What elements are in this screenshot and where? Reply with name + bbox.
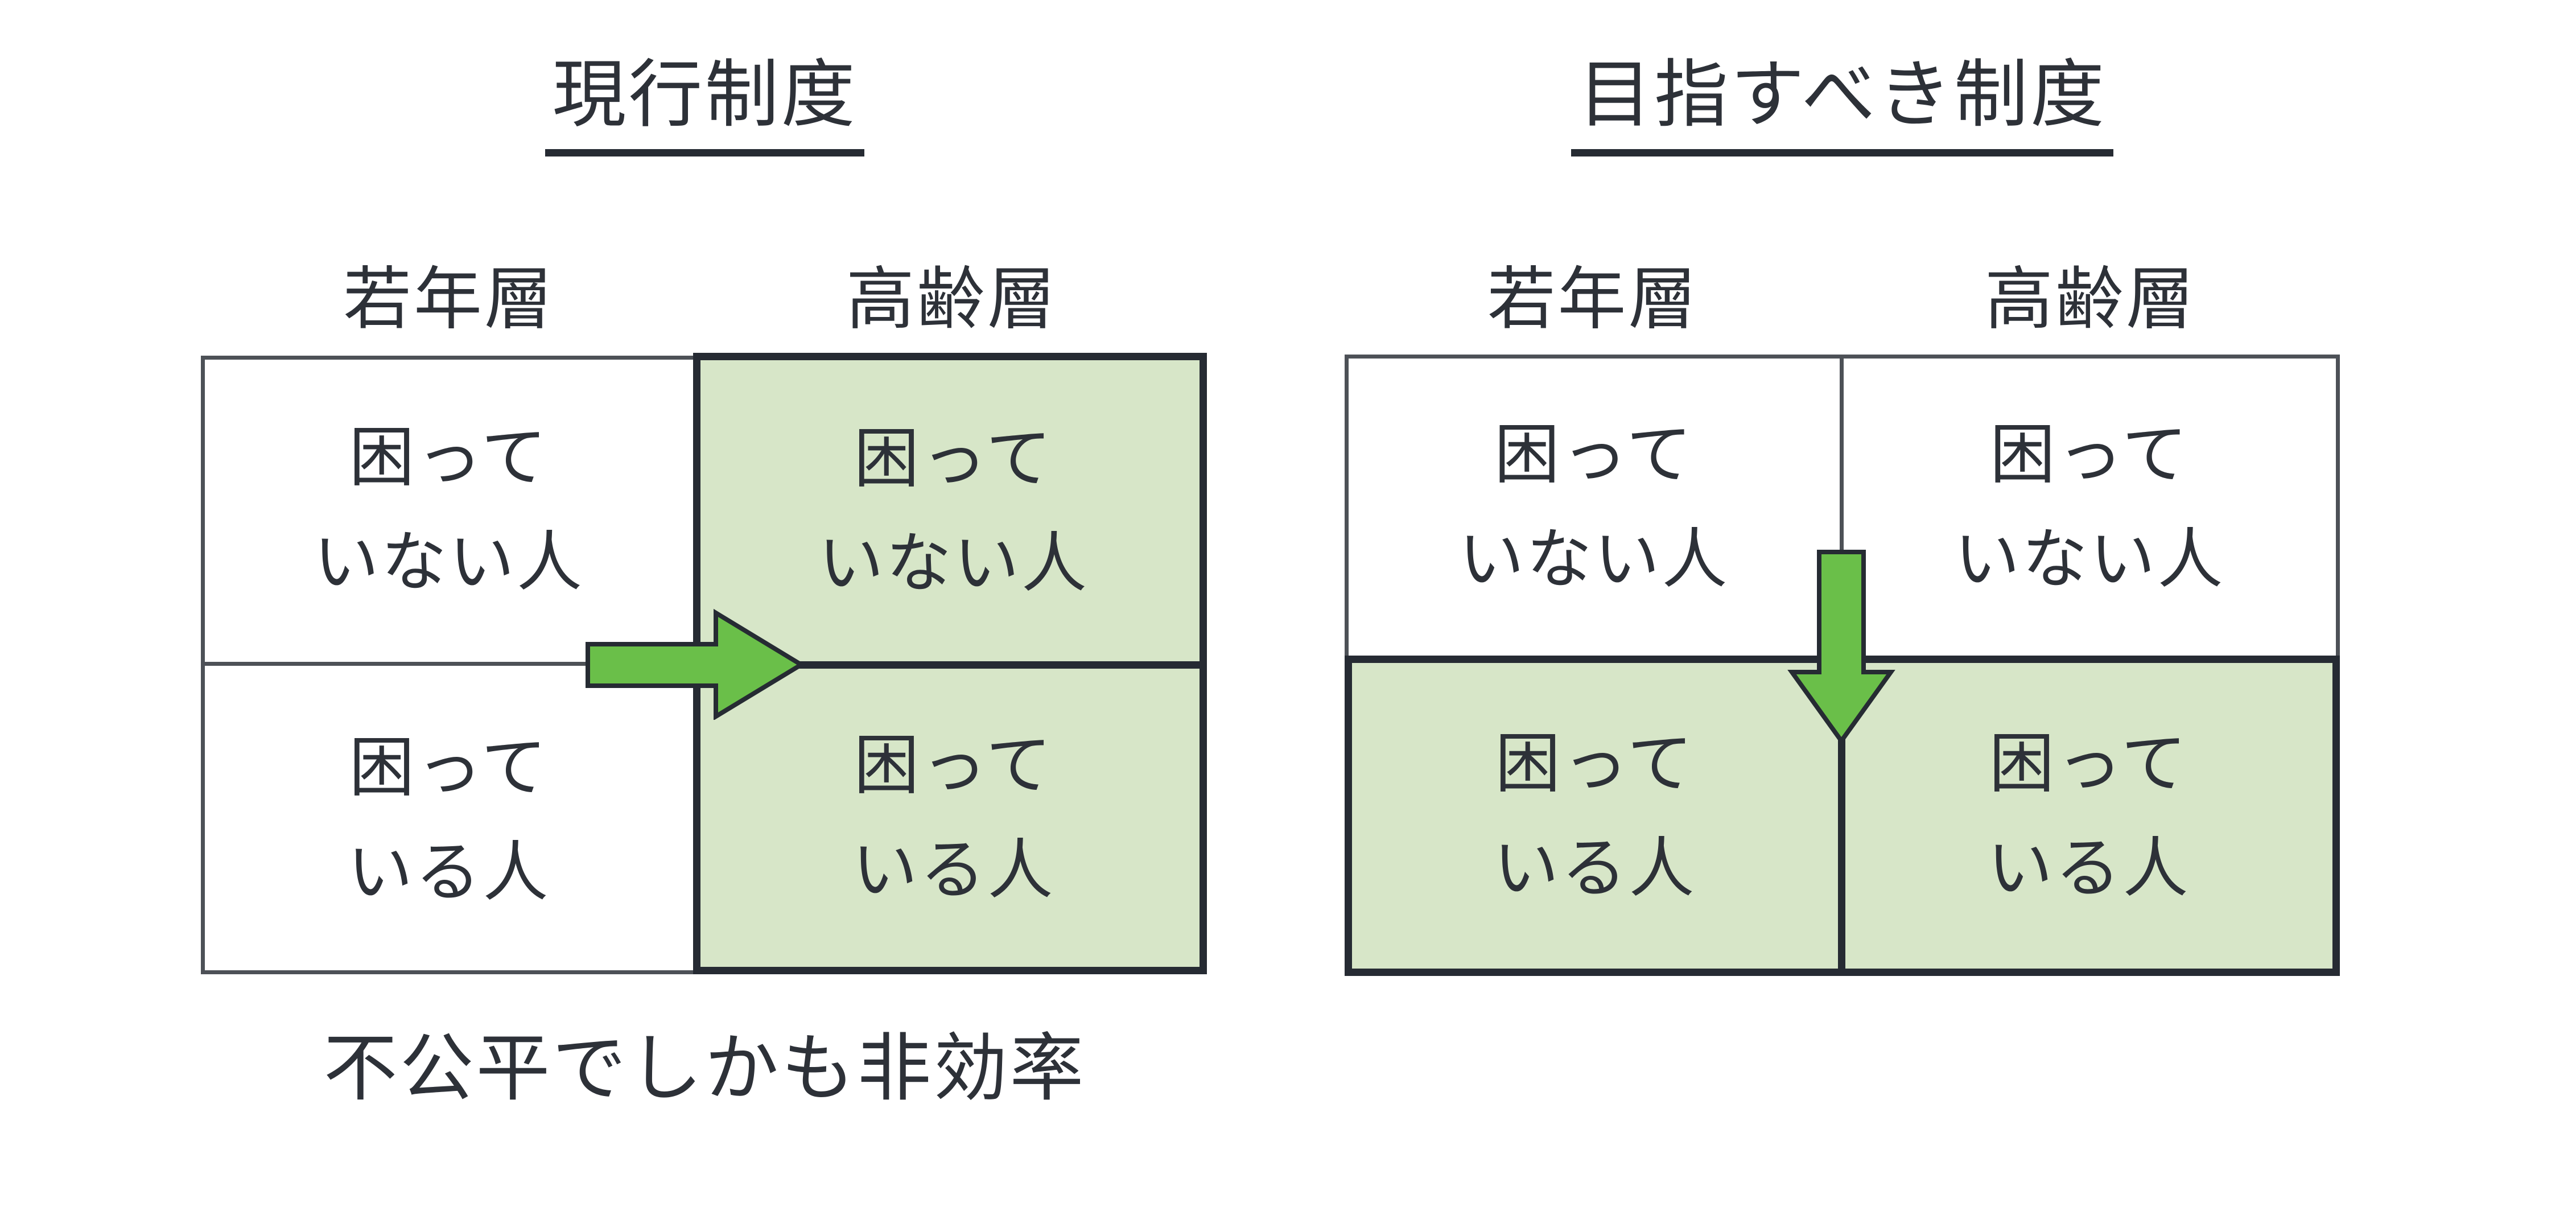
cell-ideal-elderly-troubled: 困って いる人 [1987,725,2191,907]
current-header-young: 若年層 [343,260,555,339]
current-header-elderly: 高齢層 [846,260,1058,339]
current-system-caption: 不公平でしかも非効率 [323,1025,1086,1111]
down-arrow-icon [1787,550,1895,745]
current-system-title-wrap: 現行制度 [201,50,1209,156]
current-system-title: 現行制度 [545,50,864,156]
right-arrow-icon [586,608,806,720]
ideal-system-title-wrap: 目指すべき制度 [1345,50,2340,156]
cell-ideal-young-troubled: 困って いる人 [1493,725,1697,907]
ideal-header-elderly: 高齢層 [1985,260,2196,339]
ideal-top-row-split-line [1840,355,1844,663]
current-elderly-column-midline [693,661,1207,669]
current-young-column-midline [201,662,701,666]
cell-ideal-young-not-troubled: 困って いない人 [1458,417,1730,598]
ideal-header-young: 若年層 [1487,260,1699,339]
cell-ideal-elderly-not-troubled: 困って いない人 [1954,417,2225,598]
cell-current-elderly-troubled: 困って いる人 [852,727,1056,908]
cell-current-young-troubled: 困って いる人 [347,730,551,911]
ideal-system-title: 目指すべき制度 [1571,50,2113,156]
cell-current-elderly-not-troubled: 困って いない人 [818,421,1089,602]
cell-current-young-not-troubled: 困って いない人 [313,419,584,600]
